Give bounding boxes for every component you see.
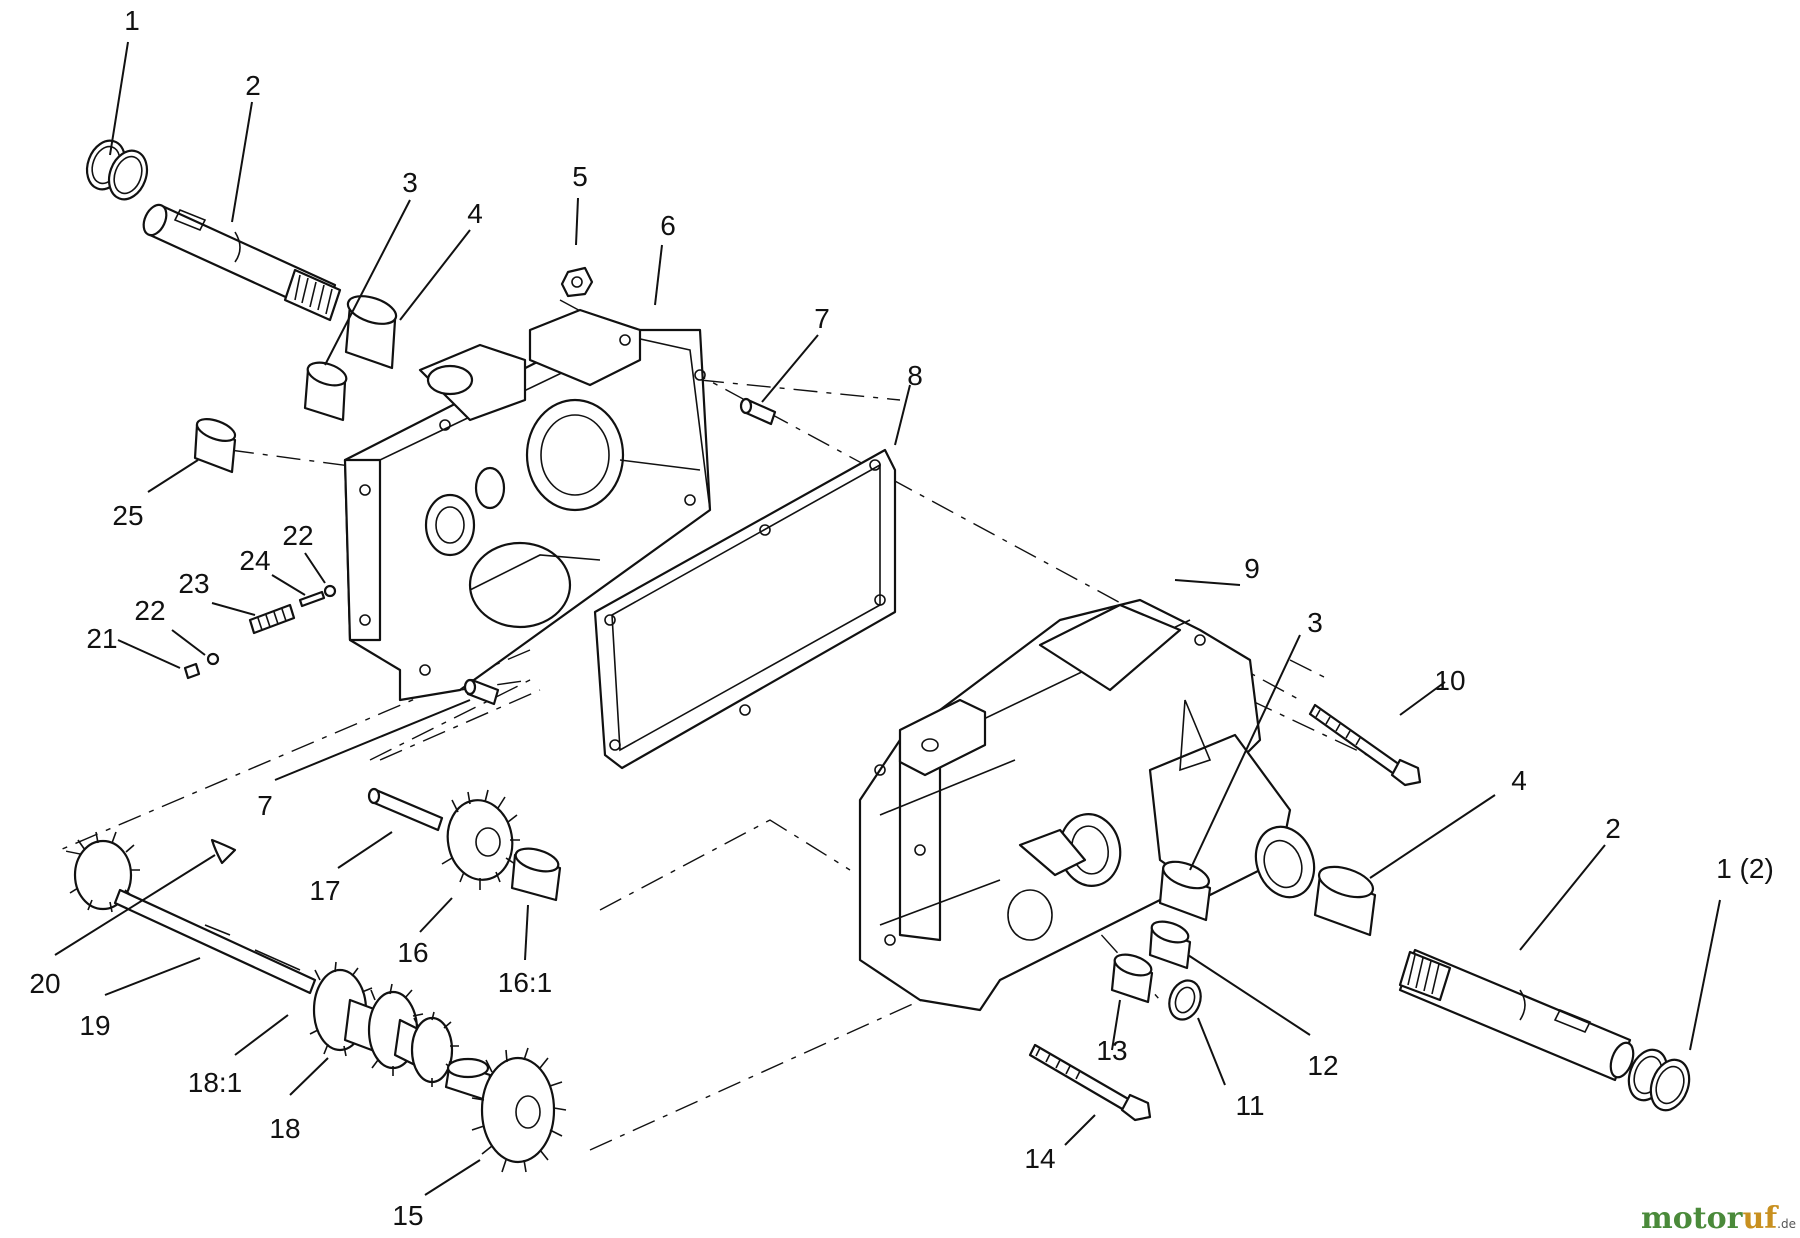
- callout-22-upper: 22: [282, 520, 313, 551]
- leader-lines: [54, 41, 1721, 1196]
- callout-14: 14: [1024, 1143, 1055, 1174]
- callout-20: 20: [29, 968, 60, 999]
- callout-2: 2: [245, 70, 261, 101]
- callout-10: 10: [1434, 665, 1465, 696]
- callout-13: 13: [1096, 1035, 1127, 1066]
- gear-cluster-18: [309, 961, 492, 1102]
- svg-text:motoruf.de: motoruf.de: [1641, 1201, 1796, 1236]
- callout-12: 12: [1307, 1050, 1338, 1081]
- callout-5: 5: [572, 161, 588, 192]
- bushing-3-right: [1158, 860, 1212, 922]
- callout-6: 6: [660, 210, 676, 241]
- bolt-14: [1028, 1043, 1152, 1122]
- bushings-left: [193, 295, 398, 474]
- seal-rings-right: [1627, 1048, 1691, 1112]
- housing-right: [858, 598, 1316, 1012]
- callout-3: 3: [402, 167, 418, 198]
- callout-9: 9: [1244, 553, 1260, 584]
- gear-15: [471, 1047, 567, 1173]
- callout-labels: 1 2 3 4 5 6 7 8 9 3 10 4 2 1 (2) 25 22 2…: [29, 5, 1773, 1231]
- callout-1-2-right: 1 (2): [1716, 853, 1774, 884]
- bushing-4-right: [1313, 865, 1377, 937]
- callout-17: 17: [309, 875, 340, 906]
- callout-16: 16: [397, 937, 428, 968]
- callout-3-right: 3: [1307, 607, 1323, 638]
- callout-23: 23: [178, 568, 209, 599]
- bushings-12-13: [1110, 920, 1192, 1004]
- callout-2-right: 2: [1605, 813, 1621, 844]
- callout-21: 21: [86, 623, 117, 654]
- watermark-brand-b: uf: [1742, 1201, 1779, 1236]
- watermark-brand-a: motor: [1641, 1201, 1744, 1236]
- nut-5: [560, 266, 594, 298]
- callout-8: 8: [907, 360, 923, 391]
- callout-1: 1: [124, 5, 140, 36]
- callout-4: 4: [467, 198, 483, 229]
- callout-25: 25: [112, 500, 143, 531]
- seal-rings-left: [85, 139, 149, 201]
- callout-24: 24: [239, 545, 270, 576]
- seal-ring-11: [1168, 979, 1202, 1021]
- bolt-10: [1308, 703, 1422, 787]
- callout-16-1: 16:1: [498, 967, 553, 998]
- detent-small-parts: [183, 584, 337, 680]
- pin-17: [367, 787, 444, 832]
- watermark: motoruf.de: [1641, 1201, 1796, 1236]
- shaft-19: [113, 888, 317, 995]
- dowel-pins: [463, 397, 777, 706]
- callout-4-right: 4: [1511, 765, 1527, 796]
- gear-16: [441, 789, 520, 890]
- callout-15: 15: [392, 1200, 423, 1231]
- shaft-left: [142, 203, 342, 322]
- callout-18-1: 18:1: [188, 1067, 243, 1098]
- housing-left: [343, 308, 712, 702]
- callout-7-top: 7: [814, 303, 830, 334]
- callout-18: 18: [269, 1113, 300, 1144]
- callout-22-lower: 22: [134, 595, 165, 626]
- bushing-16-1: [510, 847, 562, 902]
- watermark-suffix: .de: [1777, 1217, 1796, 1231]
- callout-7-lower: 7: [257, 790, 273, 821]
- gear-20: [69, 831, 237, 913]
- gasket: [593, 448, 897, 770]
- shaft-right: [1398, 948, 1635, 1082]
- callout-19: 19: [79, 1010, 110, 1041]
- callout-11: 11: [1235, 1090, 1264, 1121]
